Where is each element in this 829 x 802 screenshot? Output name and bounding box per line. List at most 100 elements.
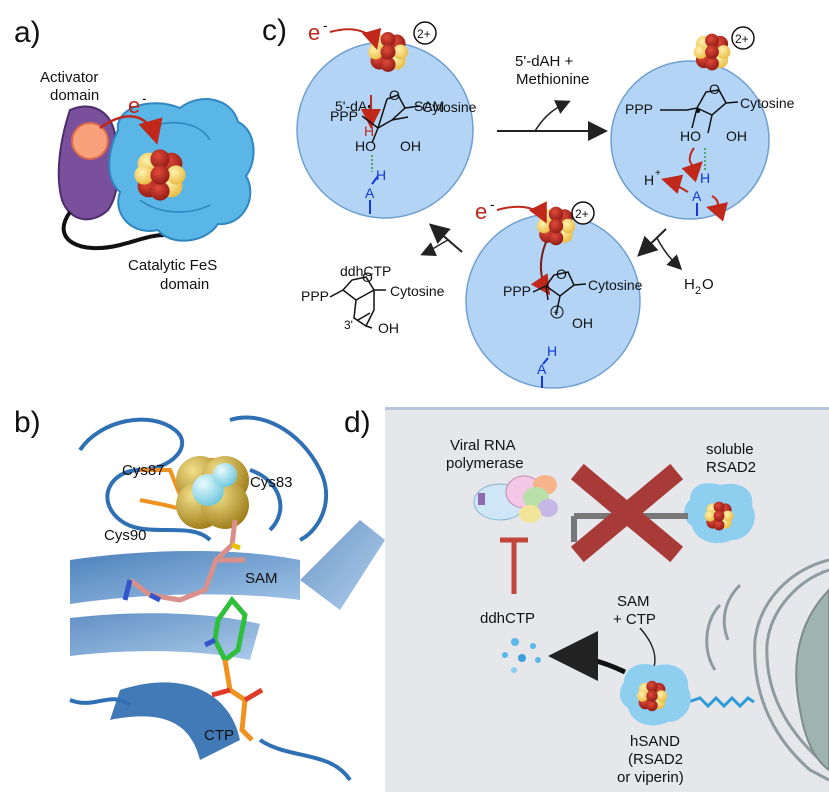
h-plus: H (644, 172, 654, 188)
h-blue-3: H (547, 343, 557, 359)
electron-arrow-2 (496, 201, 547, 224)
ring-o-3: O (556, 266, 567, 282)
polymerase-label-2: polymerase (446, 455, 524, 472)
electron-a: e (128, 93, 140, 118)
activator-label-1: Activator (40, 69, 98, 86)
ho-2: HO (680, 128, 701, 144)
cell-background (385, 407, 829, 792)
h-blue-2: H (700, 170, 710, 186)
catalytic-label-2: domain (160, 276, 209, 293)
catalytic-label-1: Catalytic FeS (128, 257, 217, 274)
reaction-arrow-2 (637, 228, 667, 257)
charge-badge (413, 21, 437, 45)
oh-4: OH (378, 320, 399, 336)
electron-c2: e (475, 199, 487, 224)
product-ring (329, 276, 386, 329)
soluble-label-1: soluble (706, 441, 754, 458)
ring-o-1: O (389, 87, 400, 103)
production-arrow (548, 631, 627, 682)
electron-c1-sup: - (323, 17, 328, 33)
water-arrow (656, 237, 683, 271)
base-arrow (706, 195, 728, 222)
linker (61, 210, 166, 251)
hsand-label-3: or viperin) (617, 769, 684, 786)
blocked-x-icon (570, 463, 684, 563)
ring-o-2: O (709, 81, 720, 97)
a-base-1: A (365, 185, 375, 201)
polymerase-label-1: Viral RNA (450, 437, 516, 454)
fes-cluster-icon (704, 501, 734, 531)
ppp-3: PPP (503, 283, 531, 299)
fes-cluster-icon (536, 206, 576, 246)
charge-badge (571, 201, 595, 225)
electron-arrow-1 (329, 27, 382, 50)
hsand-label-2: (RSAD2 (628, 751, 683, 768)
oh-3: OH (572, 315, 593, 331)
oh-2: OH (726, 128, 747, 144)
cys90-label: Cys90 (104, 527, 147, 544)
ring-o-4: O (362, 269, 373, 285)
soluble-label-2: RSAD2 (706, 459, 756, 476)
water-h: H (684, 276, 695, 293)
panel-b-label: b) (14, 406, 41, 439)
byproduct-label-2: Methionine (516, 71, 589, 88)
plus-charge: + (553, 308, 559, 319)
ddhctp-label-d: ddhCTP (480, 610, 535, 627)
cell-membrane-line (385, 407, 829, 410)
cytosine-2: Cytosine (740, 95, 795, 111)
fes-cluster-icon (636, 680, 668, 712)
electron-transfer-arrow (99, 115, 163, 145)
reaction-bubble-2 (610, 60, 770, 220)
proton-release-arrow (661, 174, 689, 195)
fes-cluster-icon (693, 33, 731, 71)
fes-cluster-icon (134, 149, 186, 201)
byproduct-label-1: 5'-dAH + (515, 53, 574, 70)
panel-d-label: d) (344, 406, 371, 439)
cytosine-1: Cytosine (422, 99, 477, 115)
ddhctp-molecules (502, 638, 541, 673)
rna-polymerase-icon (473, 475, 558, 523)
cytosine-3: Cytosine (588, 277, 643, 293)
reaction-arrow-3 (428, 223, 463, 253)
panel-a-label: a) (14, 16, 41, 49)
charge-label-2: 2+ (735, 32, 749, 46)
base-bond-1 (369, 175, 379, 214)
cys87-label: Cys87 (122, 462, 165, 479)
byproduct-arrow (534, 100, 571, 132)
panel-c-label: c) (262, 14, 287, 47)
product-label: ddhCTP (340, 263, 391, 279)
membrane-anchor-helix (687, 695, 755, 709)
h-blue-1: H (376, 167, 386, 183)
hsand-label-1: hSAND (630, 733, 680, 750)
ho-1: HO (355, 138, 376, 154)
cys83-label: Cys83 (250, 474, 293, 491)
electron-push-arrow (681, 147, 703, 183)
charge-label-3: 2+ (575, 207, 589, 221)
activator-domain (57, 105, 119, 221)
h-plus-sup: + (655, 168, 661, 179)
product-arrow (420, 239, 449, 256)
ctp-label-b: CTP (204, 727, 234, 744)
sam-ctp-label-2: + CTP (613, 611, 656, 628)
cytosine-4: Cytosine (390, 283, 445, 299)
electron-c2-sup: - (490, 196, 495, 212)
er-membrane (705, 558, 829, 782)
sugar-ring-1 (361, 94, 421, 144)
protein-structure (69, 410, 388, 798)
charge-badge (731, 26, 755, 50)
sugar-ring-2 (660, 89, 739, 134)
h-red-1: H (364, 123, 374, 139)
oh-1: OH (400, 138, 421, 154)
sam-label-c: SAM (414, 98, 444, 114)
activator-label-2: domain (50, 87, 99, 104)
sam-ctp-label-1: SAM (617, 593, 650, 610)
ppp-1: PPP (330, 108, 358, 124)
sugar-ring-3 (532, 271, 587, 316)
fes-cluster-icon (368, 32, 408, 72)
ppp-2: PPP (625, 101, 653, 117)
a-base-3: A (537, 361, 547, 377)
carbocation-marker (550, 305, 564, 319)
inhibition-bar-red (500, 537, 528, 594)
